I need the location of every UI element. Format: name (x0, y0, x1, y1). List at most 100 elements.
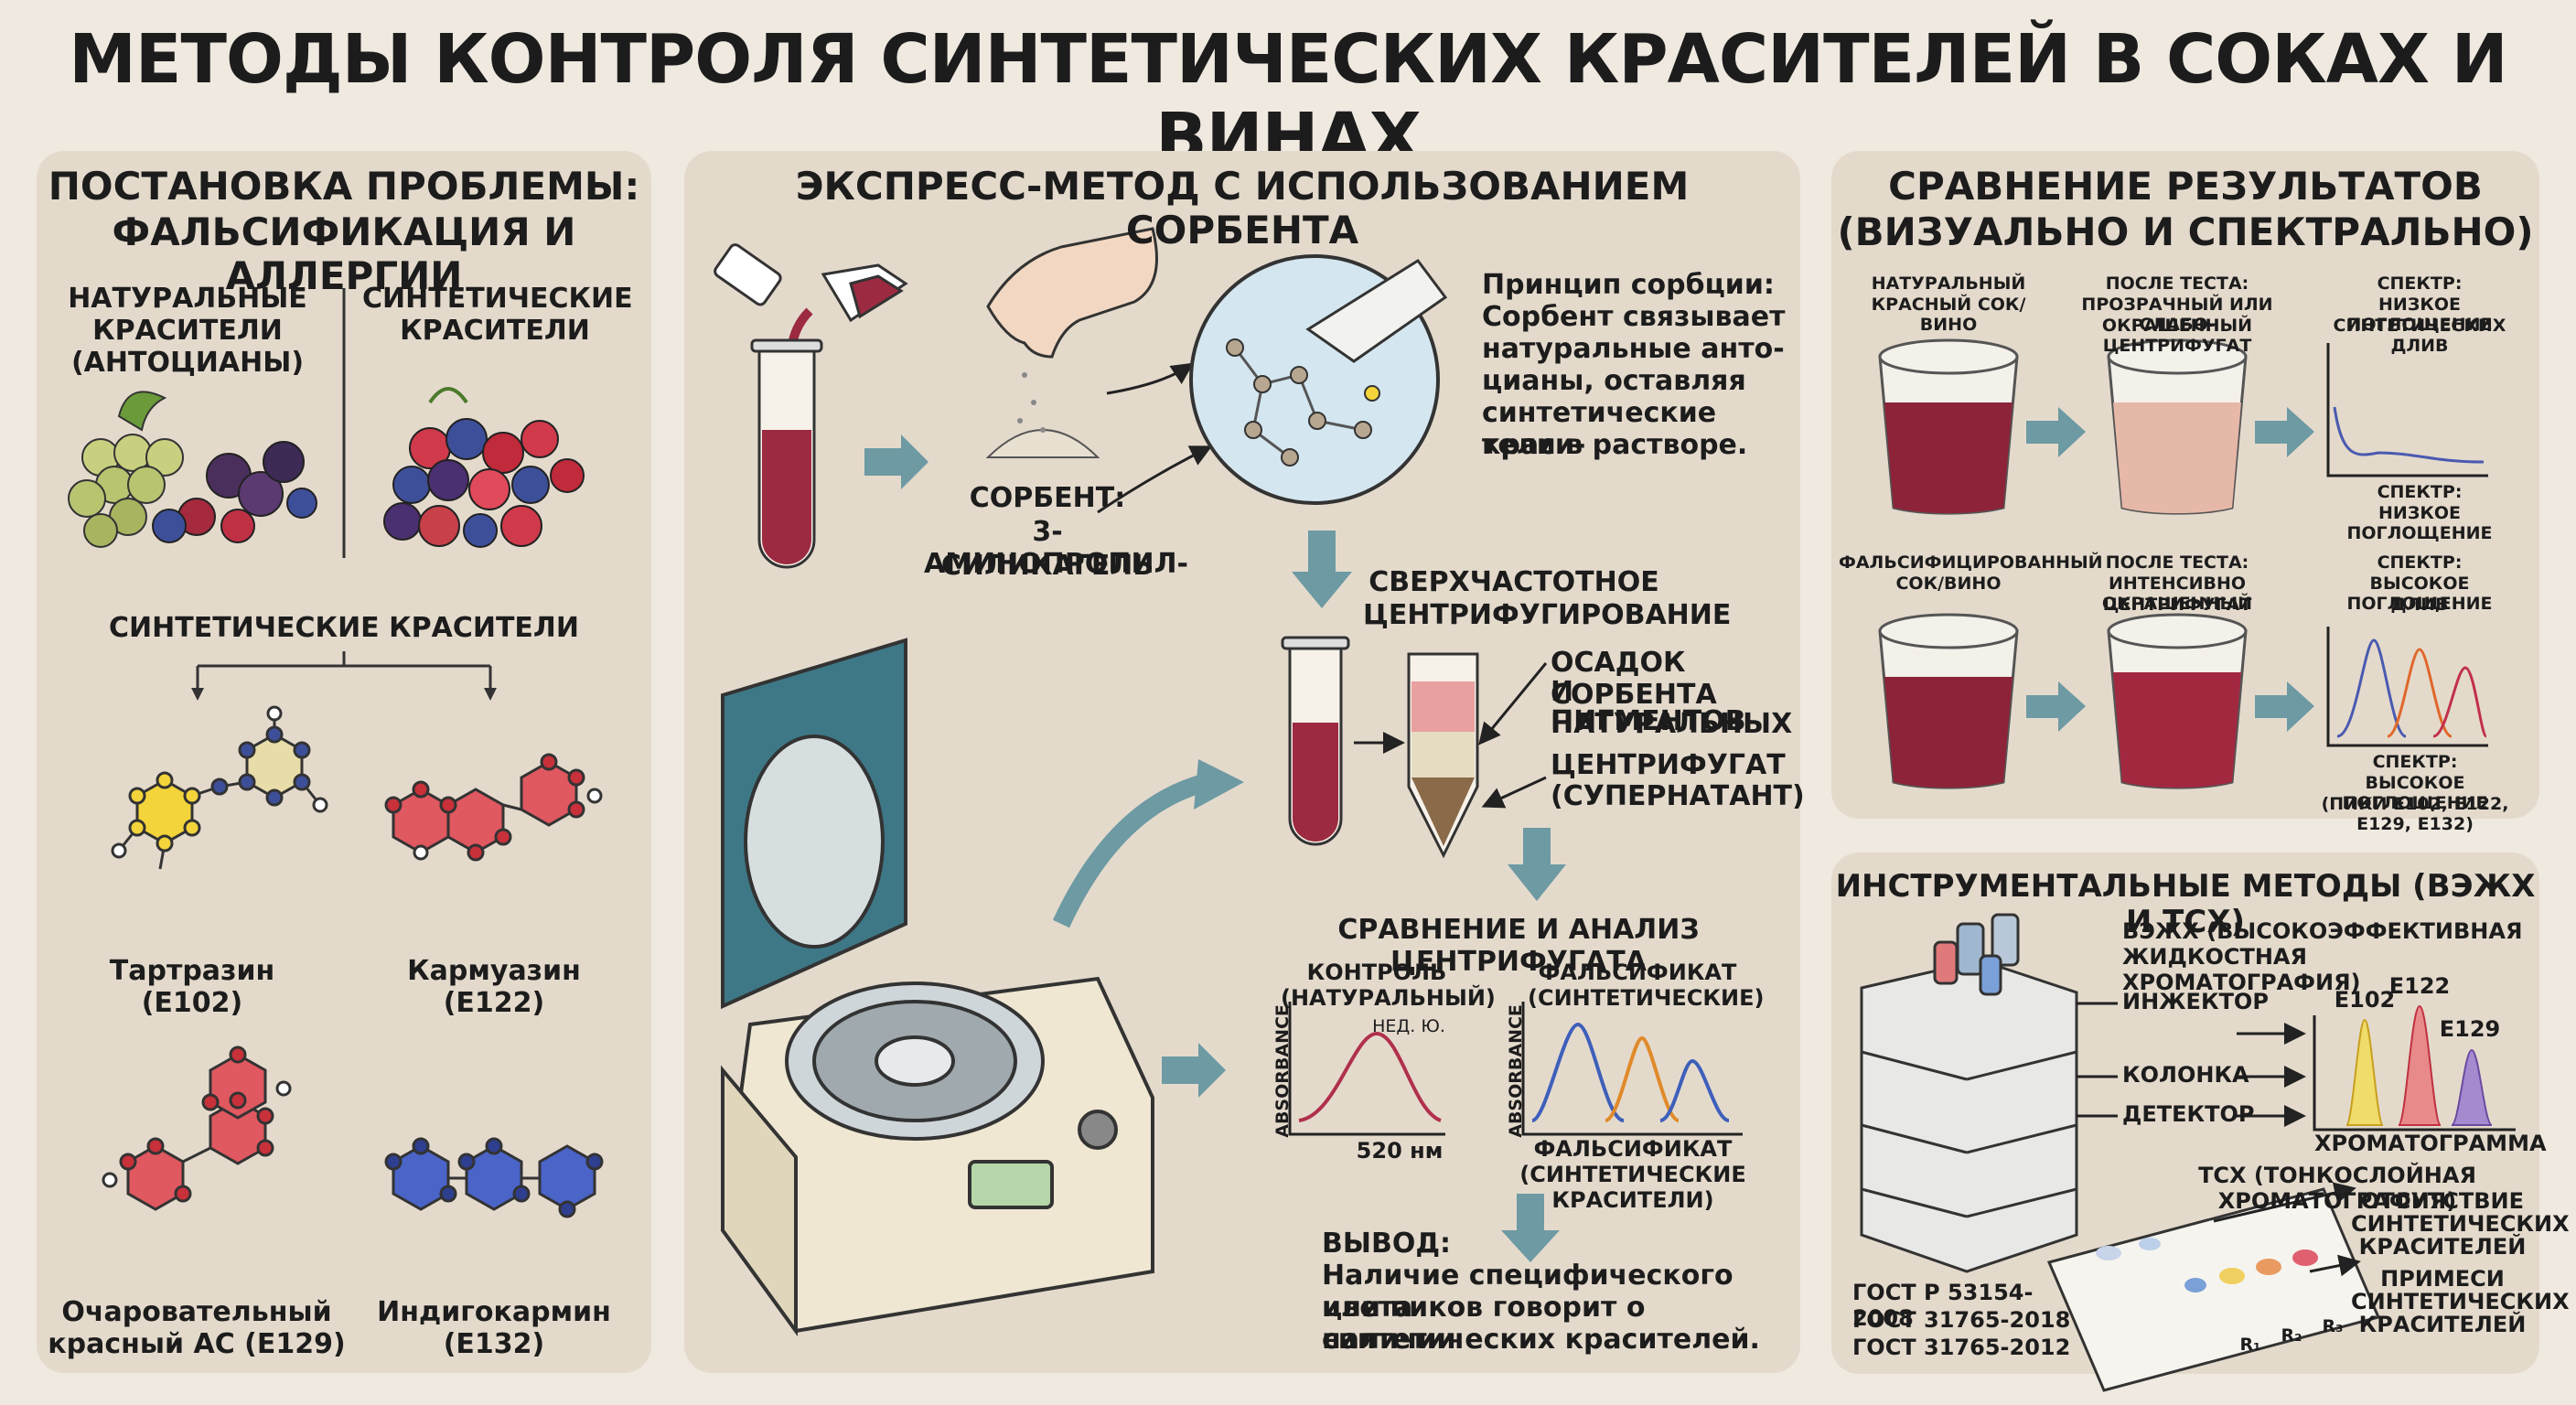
problem-heading-line1: ПОСТАНОВКА ПРОБЛЕМЫ: (48, 164, 640, 209)
dye-code: (E102) (141, 987, 243, 1019)
row1-label-b: ПОСЛЕ ТЕСТА: (2105, 273, 2249, 294)
arrow-icon (2255, 407, 2314, 457)
dye-code: (E122) (443, 987, 545, 1019)
row2-label-b: ПОСЛЕ ТЕСТА: (2105, 552, 2249, 573)
test-tube-1-icon (750, 338, 823, 569)
dye-code: красный AC (E129) (48, 1328, 346, 1360)
synthetic-dyes-line1: СИНТЕТИЧЕСКИЕ (362, 283, 633, 315)
chromatogram-label: ХРОМАТОГРАММА (2314, 1131, 2547, 1156)
centrifuge-tube-icon (1407, 652, 1479, 859)
berries-synthetic-icon (383, 387, 585, 548)
control-label-line1: КОНТРОЛЬ (1306, 960, 1447, 985)
injector-label: ИНЖЕКТОР (2122, 989, 2269, 1014)
centrifugation-line2: ЦЕНТРИФУГИРОВАНИЕ (1363, 599, 1732, 631)
rf-label: R₃ (2322, 1316, 2344, 1336)
principle-line: Сорбент связывает (1482, 301, 1786, 333)
tlc-present-label: СИНТЕТИЧЕСКИХ (2351, 1289, 2570, 1314)
row1-label-d: НИЗКОЕ ПОГЛОЩЕНИЕ (2346, 503, 2493, 543)
express-heading: ЭКСПРЕСС-МЕТОД С ИСПОЛЬЗОВАНИЕМ СОРБЕНТА (795, 164, 1690, 253)
dye-name: Очаровательный (61, 1296, 332, 1328)
arrow-icon (1194, 759, 1244, 810)
principle-line: Принцип сорбции: (1482, 269, 1775, 301)
synthetic-dyes-line2: КРАСИТЕЛИ (400, 315, 590, 347)
hplc-label-line2: ЖИДКОСТНАЯ ХРОМАТОГРАФИЯ) (2122, 944, 2361, 995)
natural-dyes-line3: (АНТОЦИАНЫ) (70, 347, 305, 379)
control-peak-label: НЕД. Ю. (1372, 1016, 1445, 1036)
arrow-icon (1508, 828, 1566, 901)
fake-spectrum (1521, 1002, 1743, 1136)
tlc-present-label: КРАСИТЕЛЕЙ (2358, 1312, 2527, 1337)
control-label-line2: (НАТУРАЛЬНЫЙ) (1281, 985, 1496, 1011)
gost-label: ГОСТ Р 53154-2008 (1852, 1280, 2034, 1331)
tlc-present-label: ПРИМЕСИ (2380, 1266, 2505, 1292)
tlc-absent-label: ОТСУТСТВИЕ (2360, 1188, 2525, 1214)
bottle-icon (714, 243, 908, 323)
row2-label-a: СОК/ВИНО (1895, 574, 2002, 594)
peak-label: E129 (2439, 1016, 2501, 1042)
glass-fake-icon (1878, 613, 2019, 789)
absorbance-axis-label: ABSORBANCE (1506, 1004, 1527, 1138)
arrow-icon (2255, 681, 2314, 732)
row2-label-a: ФАЛЬСИФИЦИРОВАННЫЙ (1839, 552, 2103, 573)
tlc-absent-label: КРАСИТЕЛЕЙ (2358, 1234, 2527, 1260)
tlc-plate-icon (2046, 1187, 2381, 1392)
supernatant-label: (СУПЕРНАТАНТ) (1551, 780, 1805, 812)
row1-label-d: СПЕКТР: (2377, 482, 2463, 502)
chromatogram-chart (2313, 1004, 2516, 1132)
dye-name: Кармуазин (407, 955, 581, 987)
arrow-icon (2026, 681, 2086, 732)
sorbent-label-line1: СОРБЕНТ: (969, 482, 1126, 514)
sediment-label: ОСАДОК СОРБЕНТА (1551, 647, 1717, 711)
arrow-icon (1162, 1043, 1226, 1098)
hplc-instrument-icon (1860, 913, 2078, 1273)
sediment-label: ПИГМЕНТОВ (1551, 705, 1746, 737)
tartrazine-molecule-icon (111, 705, 328, 870)
glass-after-natural-icon (2107, 338, 2248, 515)
absorbance-axis-label: ABSORBANCE (1272, 1004, 1293, 1138)
conclusion-line: или пиков говорит о наличии (1322, 1292, 1646, 1356)
row1-label-c: СИНТЕТИЧЕСКИХ ДЛИВ (2333, 316, 2506, 356)
column-label: КОЛОНКА (2122, 1062, 2249, 1088)
centrifuge-icon (720, 638, 1154, 1337)
gost-label: ГОСТ 31765-2012 (1852, 1335, 2071, 1360)
row1-label-c: СПЕКТР: (2377, 273, 2463, 294)
sorbent-pile-icon (985, 372, 1100, 458)
row2-label-c: СПЕКТР: (2377, 552, 2463, 573)
row2-label-b: ЦЕНТРИФУГАТ (2102, 595, 2252, 615)
grapes-icon (68, 391, 184, 548)
arrow-icon (864, 434, 928, 489)
principle-line: натуральные анто- (1482, 333, 1785, 365)
rf-label: R₁ (2239, 1335, 2261, 1355)
tlc-absent-label: СИНТЕТИЧЕСКИХ (2351, 1211, 2570, 1237)
conclusion-line: Наличие специфического цвета (1322, 1260, 1733, 1324)
fake-under-line1: ФАЛЬСИФИКАТ (1533, 1136, 1733, 1162)
low-spectrum (2326, 343, 2488, 477)
row1-label-a: НАТУРАЛЬНЫЙ (1871, 273, 2026, 294)
arrow-icon (1501, 1194, 1560, 1262)
hplc-label-line1: ВЭЖХ (ВЫСОКОЭФФЕКТИВНАЯ (2122, 918, 2523, 944)
row1-label-b: ПРОЗРАЧНЫЙ ИЛИ СЛАБО- (2081, 295, 2273, 335)
problem-heading-line2: ФАЛЬСИФИКАЦИЯ И АЛЛЕРГИИ (112, 209, 576, 299)
sediment-label: И НАТУРАЛЬНЫХ (1551, 676, 1793, 740)
dye-name: Тартразин (109, 955, 275, 987)
gost-label: ГОСТ 31765-2018 (1852, 1307, 2071, 1333)
compare-heading-line2: (ВИЗУАЛЬНО И СПЕКТРАЛЬНО) (1837, 209, 2534, 254)
tree-lines (196, 651, 492, 691)
peak-label: E122 (2388, 973, 2451, 999)
allura-red-molecule-icon (102, 1046, 292, 1211)
fake-label-line1: ФАЛЬСИФИКАТ (1538, 960, 1737, 985)
carmoisine-molecule-icon (384, 753, 603, 862)
sorbent-label-line2: 3-АМИНОПРОПИЛ- (924, 516, 1188, 580)
row2-label-c: ВЫСОКОЕ ПОГЛОЩЕНИЕ (2346, 574, 2493, 614)
test-tube-2-icon (1281, 636, 1350, 846)
row2-label-d: (ПИКИ E102, E122, E129, E132) (2321, 794, 2509, 834)
hand-icon (986, 227, 1158, 359)
principle-line: тели в растворе. (1482, 429, 1748, 461)
detector-label: ДЕТЕКТОР (2122, 1101, 2255, 1127)
row2-label-b: ИНТЕНСИВНО ОКРАШЕННЫЙ (2101, 574, 2253, 614)
row2-label-d: ВЫСОКОЕ ПОГЛОЩЕНИЕ (2342, 773, 2488, 813)
row1-label-a: КРАСНЫЙ СОК/ВИНО (1871, 295, 2026, 335)
instrumental-heading: ИНСТРУМЕНТАЛЬНЫЕ МЕТОДЫ (ВЭЖХ И ТСХ) (1835, 868, 2536, 941)
fake-label-line2: (СИНТЕТИЧЕСКИЕ) (1528, 985, 1765, 1011)
